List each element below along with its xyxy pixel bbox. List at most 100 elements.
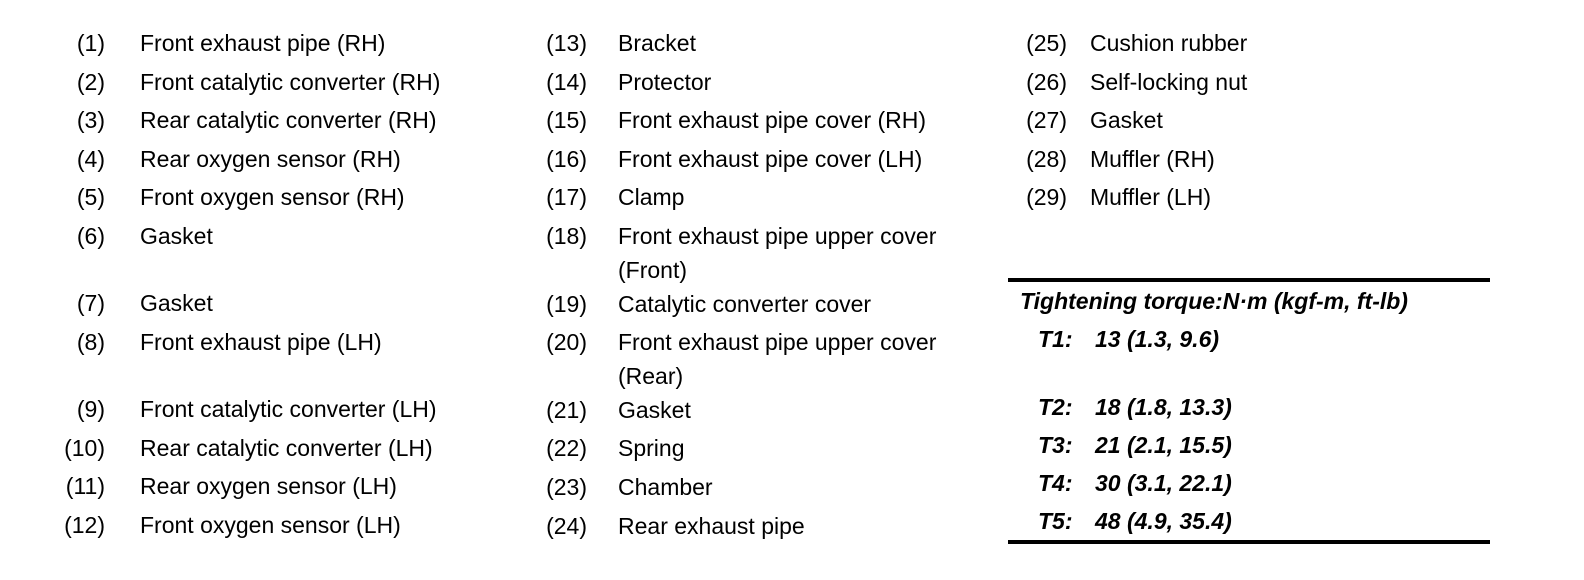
part-item: (20) Front exhaust pipe upper cover (Rear… — [535, 323, 968, 391]
part-label: Rear catalytic converter (RH) — [140, 107, 437, 134]
part-item: (7) Gasket — [55, 284, 440, 323]
part-number: (5) — [76, 184, 105, 211]
part-label: Front exhaust pipe (RH) — [140, 30, 386, 56]
part-label: Front catalytic converter (RH) — [140, 68, 441, 95]
part-number: (15) — [546, 107, 587, 134]
part-label: Spring — [618, 435, 685, 462]
part-item: (17) Clamp — [535, 178, 968, 217]
part-number: (27) — [1026, 107, 1067, 134]
part-label: Front exhaust pipe (LH) — [140, 328, 382, 355]
part-label: Rear exhaust pipe — [618, 512, 805, 539]
part-label: Gasket — [140, 222, 213, 249]
torque-value: 13 (1.3, 9.6) — [1095, 326, 1220, 352]
part-number: (18) — [546, 222, 587, 249]
part-label: Muffler (RH) — [1090, 145, 1215, 172]
part-item: (14) Protector — [535, 63, 968, 102]
part-number: (9) — [76, 395, 105, 422]
part-label: Rear oxygen sensor (LH) — [140, 473, 397, 500]
part-number: (19) — [546, 290, 587, 317]
torque-id: T3: — [1038, 432, 1073, 458]
torque-value: 21 (2.1, 15.5) — [1095, 432, 1232, 458]
part-number: (25) — [1026, 30, 1067, 56]
part-number: (23) — [546, 473, 587, 500]
part-number: (3) — [76, 107, 105, 134]
part-number: (12) — [64, 511, 105, 538]
part-item: (23) Chamber — [535, 468, 968, 507]
part-item: (10) Rear catalytic converter (LH) — [55, 429, 440, 468]
part-item: (11) Rear oxygen sensor (LH) — [55, 467, 440, 506]
part-label-line1: Front exhaust pipe upper cover — [618, 329, 937, 356]
part-item: (29) Muffler (LH) — [1015, 178, 1247, 217]
part-item: (9) Front catalytic converter (LH) — [55, 390, 440, 429]
torque-table: Tightening torque:N·m (kgf-m, ft-lb) T1:… — [1008, 278, 1490, 544]
part-label: Chamber — [618, 473, 713, 500]
part-item: (26) Self-locking nut — [1015, 63, 1247, 102]
part-number: (21) — [546, 396, 587, 423]
part-label: Catalytic converter cover — [618, 290, 872, 317]
part-item: (12) Front oxygen sensor (LH) — [55, 506, 440, 545]
part-label: Self-locking nut — [1090, 68, 1248, 95]
part-number: (24) — [546, 512, 587, 539]
part-item: (22) Spring — [535, 429, 968, 468]
part-item: (24) Rear exhaust pipe — [535, 507, 968, 546]
part-label: Protector — [618, 68, 712, 95]
part-label: Front exhaust pipe upper cover (Rear) — [618, 323, 968, 391]
part-label: Gasket — [1090, 107, 1163, 134]
part-item: (18) Front exhaust pipe upper cover (Fron… — [535, 217, 968, 285]
part-item: (15) Front exhaust pipe cover (RH) — [535, 101, 968, 140]
part-number: (6) — [76, 222, 105, 249]
part-label: Gasket — [618, 396, 691, 423]
part-label: Muffler (LH) — [1090, 184, 1211, 211]
part-number: (4) — [76, 145, 105, 172]
part-number: (10) — [64, 434, 105, 461]
torque-id: T5: — [1038, 508, 1073, 534]
part-number: (16) — [546, 145, 587, 172]
torque-row: T2: 18 (1.8, 13.3) — [1008, 388, 1490, 426]
part-item: (16) Front exhaust pipe cover (LH) — [535, 140, 968, 179]
part-label: Front oxygen sensor (RH) — [140, 184, 405, 211]
part-number: (20) — [546, 329, 587, 356]
part-label-line2: (Rear) — [618, 362, 684, 389]
torque-row: T5: 48 (4.9, 35.4) — [1008, 502, 1490, 540]
part-number: (26) — [1026, 68, 1067, 95]
part-number: (2) — [76, 68, 105, 95]
torque-value: 48 (4.9, 35.4) — [1095, 508, 1232, 534]
part-label: Front exhaust pipe cover (LH) — [618, 145, 923, 172]
part-number: (7) — [76, 290, 105, 317]
torque-value: 18 (1.8, 13.3) — [1095, 394, 1232, 420]
part-label: Gasket — [140, 290, 213, 317]
parts-column-2: (13) Bracket (14) Protector (15) Front e… — [535, 24, 968, 545]
part-label: Front exhaust pipe upper cover (Front) — [618, 217, 968, 285]
part-item: (2) Front catalytic converter (RH) — [55, 63, 440, 102]
torque-row: T3: 21 (2.1, 15.5) — [1008, 426, 1490, 464]
torque-id: T2: — [1038, 394, 1073, 420]
part-number: (17) — [546, 184, 587, 211]
part-item: (5) Front oxygen sensor (RH) — [55, 178, 440, 217]
part-number: (22) — [546, 435, 587, 462]
torque-table-title: Tightening torque:N·m (kgf-m, ft-lb) — [1020, 288, 1408, 314]
part-label: Front catalytic converter (LH) — [140, 395, 437, 422]
part-item: (6) Gasket — [55, 217, 440, 256]
part-number: (11) — [65, 473, 105, 500]
part-label-line1: Front exhaust pipe upper cover — [618, 222, 937, 249]
part-item: (28) Muffler (RH) — [1015, 140, 1247, 179]
part-label: Cushion rubber — [1090, 30, 1248, 56]
part-number: (29) — [1026, 184, 1067, 211]
part-item: (13) Bracket — [535, 24, 968, 63]
part-label: Front oxygen sensor (LH) — [140, 511, 401, 538]
torque-row: T1: 13 (1.3, 9.6) — [1008, 320, 1490, 358]
torque-value: 30 (3.1, 22.1) — [1095, 470, 1232, 496]
part-number: (28) — [1026, 145, 1067, 172]
part-item: (1) Front exhaust pipe (RH) — [55, 24, 440, 63]
part-label-line2: (Front) — [618, 256, 687, 283]
part-item: (25) Cushion rubber — [1015, 24, 1247, 63]
part-item: (3) Rear catalytic converter (RH) — [55, 101, 440, 140]
part-item: (21) Gasket — [535, 391, 968, 430]
part-label: Clamp — [618, 184, 685, 211]
part-label: Bracket — [618, 30, 696, 56]
part-label: Rear oxygen sensor (RH) — [140, 145, 401, 172]
parts-column-1: (1) Front exhaust pipe (RH) (2) Front ca… — [55, 24, 440, 544]
part-item: (27) Gasket — [1015, 101, 1247, 140]
part-label: Front exhaust pipe cover (RH) — [618, 107, 927, 134]
part-number: (1) — [76, 30, 105, 56]
